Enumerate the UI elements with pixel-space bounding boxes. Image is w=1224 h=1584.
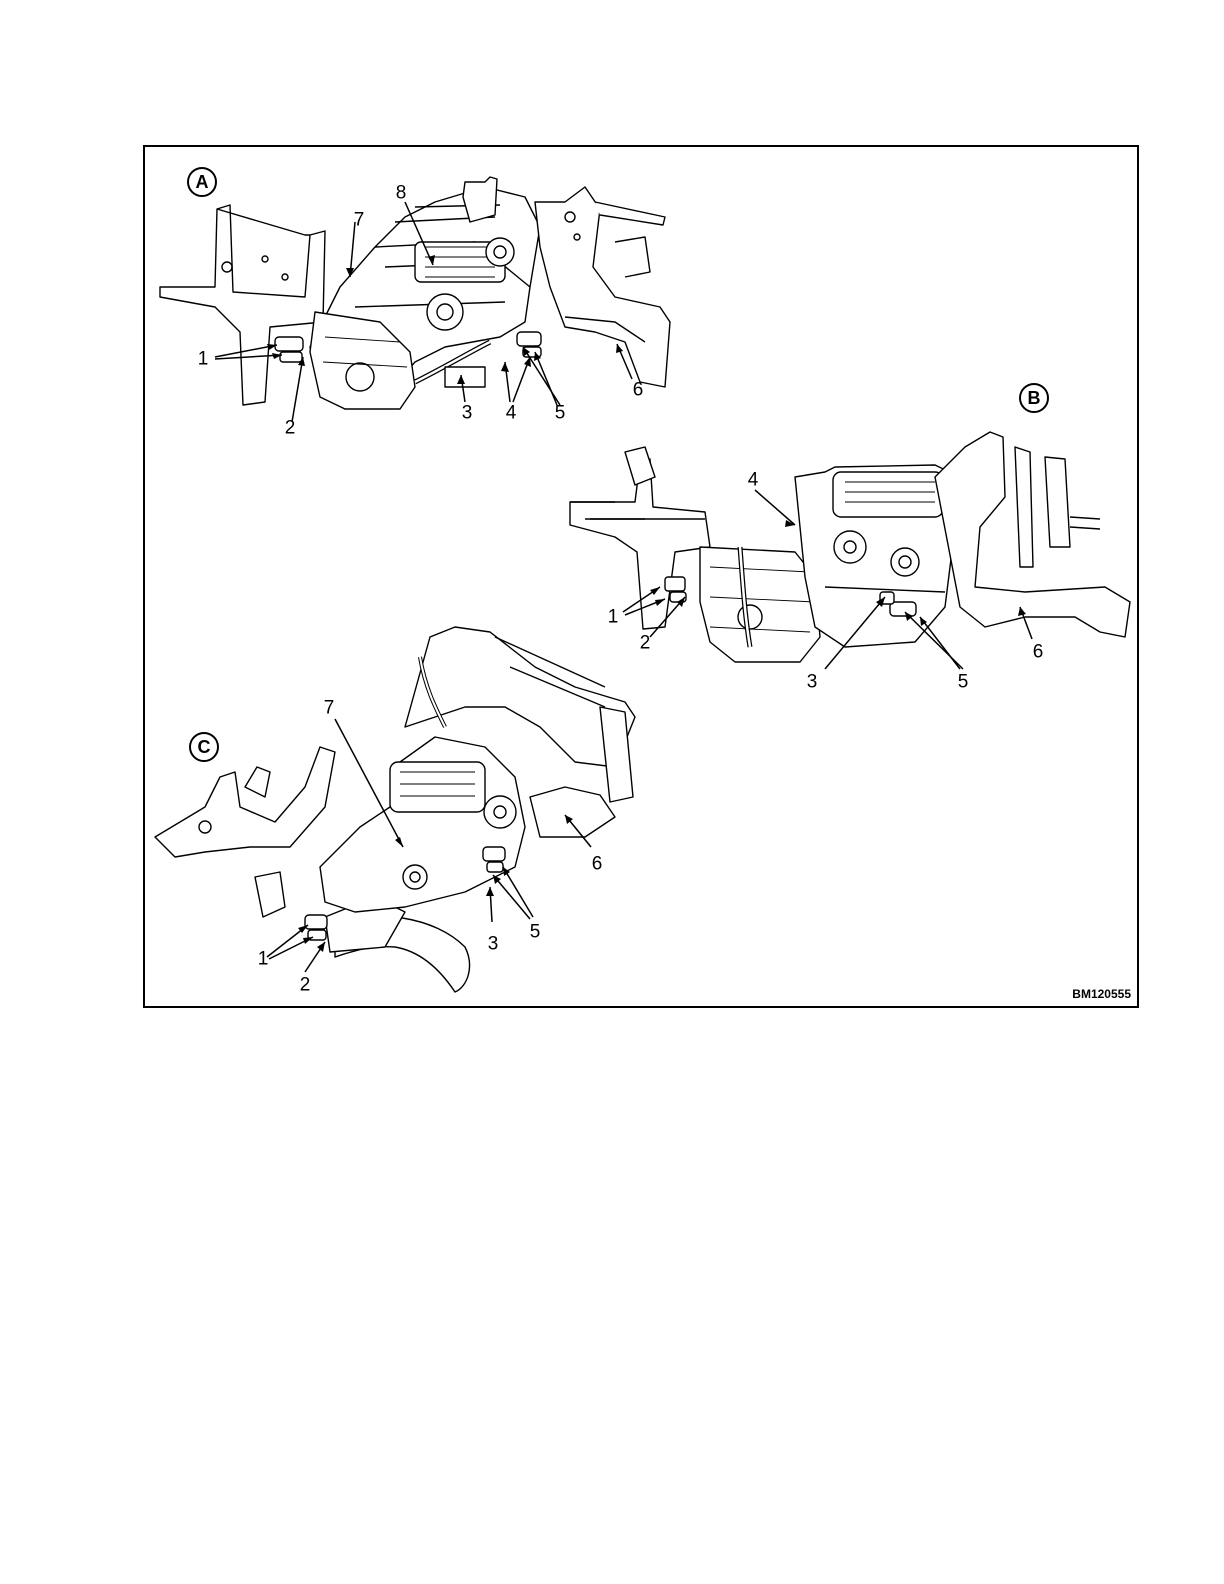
view-c-drawing — [155, 627, 635, 992]
view-a-callout-7: 7 — [354, 211, 365, 230]
view-a-callout-3: 3 — [462, 404, 473, 423]
view-a-callout-4: 4 — [506, 404, 517, 423]
figure-id: BM120555 — [1072, 987, 1131, 1001]
view-a-label: A — [187, 167, 217, 197]
engine-mount-illustration — [145, 147, 1141, 1010]
view-a-callout-2: 2 — [285, 419, 296, 438]
view-c-callout-5: 5 — [530, 923, 541, 942]
view-b-drawing — [570, 432, 1130, 662]
view-b-callout-5: 5 — [958, 673, 969, 692]
view-b-callout-2: 2 — [640, 634, 651, 653]
view-c-callout-2: 2 — [300, 976, 311, 995]
view-b-label: B — [1019, 383, 1049, 413]
view-c-callout-1: 1 — [258, 950, 269, 969]
view-c-callout-6: 6 — [592, 855, 603, 874]
view-a-callout-5: 5 — [555, 404, 566, 423]
view-c-label: C — [189, 732, 219, 762]
view-b-callout-4: 4 — [748, 471, 759, 490]
view-b-callout-3: 3 — [807, 673, 818, 692]
view-a-callout-1: 1 — [198, 350, 209, 369]
figure-frame: A B C 1 2 3 4 5 6 7 8 1 2 3 4 5 6 1 2 3 … — [143, 145, 1139, 1008]
view-a-drawing — [160, 177, 670, 409]
view-c-callout-7: 7 — [324, 699, 335, 718]
view-a-callout-6: 6 — [633, 381, 644, 400]
view-b-callout-1: 1 — [608, 608, 619, 627]
view-c-callout-3: 3 — [488, 935, 499, 954]
view-a-callout-8: 8 — [396, 184, 407, 203]
view-b-callout-6: 6 — [1033, 643, 1044, 662]
